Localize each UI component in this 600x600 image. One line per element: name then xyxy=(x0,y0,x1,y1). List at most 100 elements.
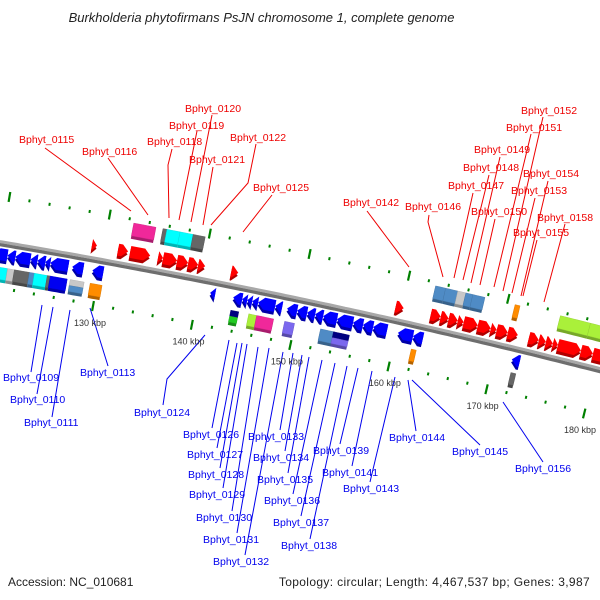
feature-box-face xyxy=(507,372,517,386)
gene-label-forward[interactable]: Bphyt_0147 xyxy=(448,180,504,192)
leader-line xyxy=(236,347,270,534)
gene-label-reverse[interactable]: Bphyt_0130 xyxy=(196,512,252,524)
gene-label-reverse[interactable]: Bphyt_0137 xyxy=(273,517,329,529)
gene-label-reverse[interactable]: Bphyt_0133 xyxy=(248,431,304,443)
gene-label-forward[interactable]: Bphyt_0152 xyxy=(521,105,577,117)
leader-line xyxy=(502,401,544,463)
cds-arrows xyxy=(0,239,600,370)
gene-label-reverse[interactable]: Bphyt_0129 xyxy=(189,489,245,501)
leader-line xyxy=(89,307,109,367)
cds-forward xyxy=(128,246,151,264)
gene-label-reverse[interactable]: Bphyt_0141 xyxy=(322,467,378,479)
gene-label-forward[interactable]: Bphyt_0153 xyxy=(511,185,567,197)
cds-arrow-reverse xyxy=(363,320,375,333)
minor-tick-inner xyxy=(563,405,567,409)
gene-label-reverse[interactable]: Bphyt_0127 xyxy=(187,449,243,461)
feature-box-inner xyxy=(87,282,103,301)
leader-line xyxy=(339,367,359,445)
cds-arrow-reverse xyxy=(511,355,522,368)
leader-line xyxy=(190,114,213,223)
genome-summary-text: Topology: circular; Length: 4,467,537 bp… xyxy=(278,575,590,589)
gene-label-reverse[interactable]: Bphyt_0138 xyxy=(281,540,337,552)
leader-line xyxy=(279,352,294,431)
gene-label-reverse[interactable]: Bphyt_0113 xyxy=(80,367,135,379)
cds-arrow-reverse xyxy=(287,303,299,317)
gene-label-reverse[interactable]: Bphyt_0139 xyxy=(313,445,369,457)
gene-label-reverse[interactable]: Bphyt_0145 xyxy=(452,446,508,458)
feature-box-inner xyxy=(317,328,335,347)
leader-line xyxy=(287,356,310,474)
cds-arrow-reverse xyxy=(45,256,52,269)
cds-arrow-reverse xyxy=(72,261,85,275)
gene-label-reverse[interactable]: Bphyt_0134 xyxy=(253,452,309,464)
gene-label-reverse[interactable]: Bphyt_0124 xyxy=(134,407,190,419)
leader-line xyxy=(493,133,532,288)
leader-line xyxy=(167,148,173,219)
gene-label-reverse[interactable]: Bphyt_0109 xyxy=(3,372,59,384)
feature-box-face xyxy=(12,269,30,285)
gene-label-reverse[interactable]: Bphyt_0128 xyxy=(188,469,244,481)
leader-line xyxy=(51,309,71,418)
gene-label-forward[interactable]: Bphyt_0115 xyxy=(19,134,74,146)
gene-label-forward[interactable]: Bphyt_0122 xyxy=(230,132,286,144)
cds-forward xyxy=(543,336,553,351)
minor-tick-outer xyxy=(28,199,31,203)
gene-label-forward[interactable]: Bphyt_0158 xyxy=(537,212,593,224)
leader-line xyxy=(30,304,43,373)
leader-line xyxy=(520,180,549,297)
gene-label-forward[interactable]: Bphyt_0149 xyxy=(474,144,530,156)
feature-box-face xyxy=(281,321,295,336)
cds-forward xyxy=(536,334,546,350)
leader-line xyxy=(162,334,206,406)
major-tick-outer xyxy=(107,209,112,220)
gene-label-reverse[interactable]: Bphyt_0136 xyxy=(264,495,320,507)
scale-tick-label: 150 kbp xyxy=(271,357,303,367)
gene-label-forward[interactable]: Bphyt_0121 xyxy=(189,154,245,166)
major-tick-inner xyxy=(581,408,587,419)
feature-box-face xyxy=(511,304,521,319)
minor-tick-outer xyxy=(168,224,171,228)
gene-label-forward[interactable]: Bphyt_0148 xyxy=(463,162,519,174)
minor-tick-inner xyxy=(269,337,273,342)
gene-label-reverse[interactable]: Bphyt_0135 xyxy=(257,474,313,486)
gene-label-forward[interactable]: Bphyt_0155 xyxy=(513,227,569,239)
cds-forward xyxy=(90,239,97,254)
gene-label-reverse[interactable]: Bphyt_0156 xyxy=(515,463,571,475)
scale-marks xyxy=(7,191,589,419)
leader-line xyxy=(369,376,396,483)
gene-label-forward[interactable]: Bphyt_0154 xyxy=(523,168,579,180)
gene-label-reverse[interactable]: Bphyt_0131 xyxy=(203,534,259,546)
cds-arrow-forward xyxy=(394,300,404,313)
gene-label-reverse[interactable]: Bphyt_0126 xyxy=(183,429,239,441)
gene-label-forward[interactable]: Bphyt_0142 xyxy=(343,197,399,209)
gene-label-forward[interactable]: Bphyt_0119 xyxy=(169,120,224,132)
gene-label-forward[interactable]: Bphyt_0120 xyxy=(185,103,241,115)
gene-label-forward[interactable]: Bphyt_0150 xyxy=(471,206,527,218)
gene-label-forward[interactable]: Bphyt_0151 xyxy=(506,122,562,134)
gene-label-forward[interactable]: Bphyt_0125 xyxy=(253,182,309,194)
gene-label-forward[interactable]: Bphyt_0146 xyxy=(405,201,461,213)
feature-box-face xyxy=(47,275,68,292)
cds-arrow-forward xyxy=(462,316,478,330)
cds-arrow-reverse xyxy=(413,331,425,345)
leader-line xyxy=(210,143,257,226)
cds-forward xyxy=(461,316,478,333)
gene-label-reverse[interactable]: Bphyt_0143 xyxy=(343,483,399,495)
minor-tick-outer xyxy=(566,312,569,316)
gene-label-reverse[interactable]: Bphyt_0111 xyxy=(24,417,79,429)
backbone xyxy=(0,240,600,374)
minor-tick-outer xyxy=(248,240,251,244)
cds-arrow-reverse xyxy=(210,287,217,300)
cds-reverse xyxy=(322,311,339,328)
gene-label-reverse[interactable]: Bphyt_0110 xyxy=(10,394,65,406)
cds-arrow-reverse xyxy=(7,250,17,263)
gene-label-reverse[interactable]: Bphyt_0144 xyxy=(389,432,445,444)
gene-label-forward[interactable]: Bphyt_0116 xyxy=(82,146,137,158)
cds-arrow-forward xyxy=(162,252,178,266)
gene-label-forward[interactable]: Bphyt_0118 xyxy=(147,136,202,148)
gene-label-reverse[interactable]: Bphyt_0132 xyxy=(213,556,269,568)
leader-line xyxy=(284,354,303,452)
minor-tick-inner xyxy=(348,354,351,358)
